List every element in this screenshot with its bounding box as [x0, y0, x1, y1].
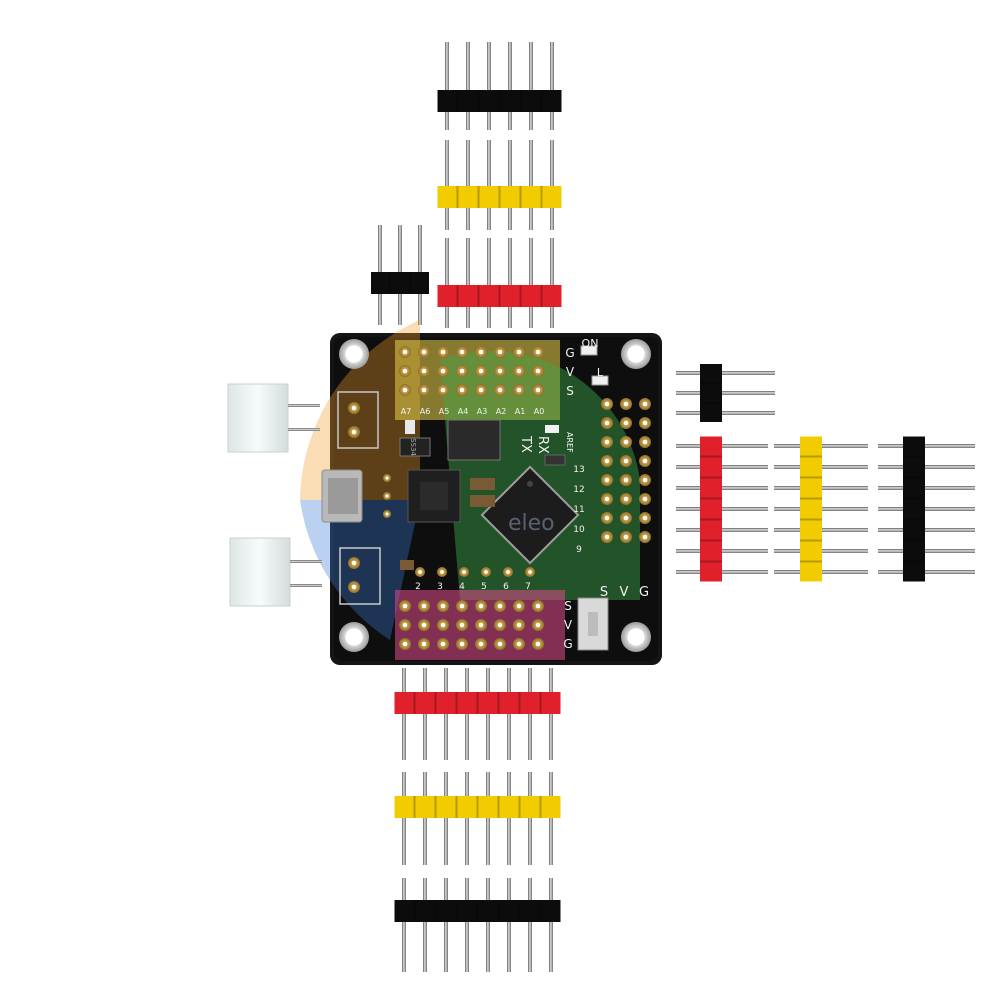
led-l-label: L	[597, 366, 604, 379]
power-pin-label: S	[564, 599, 572, 613]
power-pin-label: V	[564, 618, 573, 632]
jst-connector-bottom	[229, 537, 322, 607]
header-red-7pin-right	[676, 436, 768, 582]
digital-pin-label: 7	[525, 582, 531, 592]
header-yellow-8pin-bottom	[394, 772, 561, 865]
mounting-hole	[621, 622, 651, 652]
watermark-orange	[300, 320, 420, 500]
digital-pin-label: 3	[437, 582, 443, 592]
digital-pin-label: 12	[573, 485, 584, 495]
power-pin-label: G	[563, 637, 572, 651]
analog-pin-label: A6	[420, 407, 431, 416]
jst-footprint-bottom	[339, 547, 381, 605]
voltage-regulator	[447, 419, 501, 461]
mounting-hole	[339, 339, 369, 369]
loose-headers	[371, 42, 975, 972]
led-on-label: ON	[582, 337, 599, 350]
analog-pin-label: A5	[439, 407, 450, 416]
watermark-blue	[300, 500, 420, 640]
regulator-marking: SS34	[409, 438, 417, 456]
analog-pin-label: A3	[477, 407, 488, 416]
aref-label: AREF	[565, 432, 574, 453]
mcu-chip	[480, 465, 580, 565]
digital-pin-label: 13	[573, 465, 584, 475]
mounting-hole	[339, 622, 369, 652]
digital-pin-label: 5	[481, 582, 487, 592]
header-black-3pin-top	[371, 225, 429, 325]
watermark-yellow	[395, 340, 560, 420]
analog-pin-label: A4	[458, 407, 469, 416]
power-pin-label: V	[566, 365, 575, 379]
power-led	[580, 345, 598, 356]
power-pin-label: G	[639, 585, 649, 600]
power-pin-label: G	[565, 346, 574, 360]
analog-pin-label: A7	[401, 407, 412, 416]
header-black-8pin-bottom	[394, 878, 561, 972]
uart-rx-label: RX	[535, 436, 550, 454]
watermark-green	[440, 350, 640, 600]
header-black-3pin-right	[676, 364, 775, 422]
digital-pin-label: 4	[459, 582, 465, 592]
header-yellow-7pin-right	[774, 436, 868, 582]
header-black-6pin-top	[437, 42, 562, 130]
jst-connector-top	[227, 383, 320, 453]
analog-pin-label: A1	[515, 407, 526, 416]
digital-pin-label: 11	[573, 505, 584, 515]
header-yellow-6pin-top	[437, 140, 562, 230]
power-pin-label: S	[600, 585, 608, 600]
brand-watermark: eleo	[508, 511, 555, 536]
mounting-hole	[621, 339, 651, 369]
analog-pin-label: A2	[496, 407, 507, 416]
header-pads	[383, 346, 651, 650]
header-black-7pin-right	[878, 436, 975, 582]
header-red-6pin-top	[437, 238, 562, 328]
analog-pin-label: A0	[534, 407, 545, 416]
digital-pin-label: 2	[415, 582, 421, 592]
uart-tx-label: TX	[518, 435, 533, 453]
digital-pin-label: 6	[503, 582, 509, 592]
jst-footprint-top	[337, 391, 379, 449]
power-pin-label: V	[620, 585, 629, 600]
header-red-8pin-bottom	[394, 668, 561, 760]
digital-pin-label: 10	[573, 525, 585, 535]
power-pin-label: S	[566, 384, 574, 398]
status-led	[591, 375, 609, 386]
digital-pin-label: 9	[576, 545, 582, 555]
